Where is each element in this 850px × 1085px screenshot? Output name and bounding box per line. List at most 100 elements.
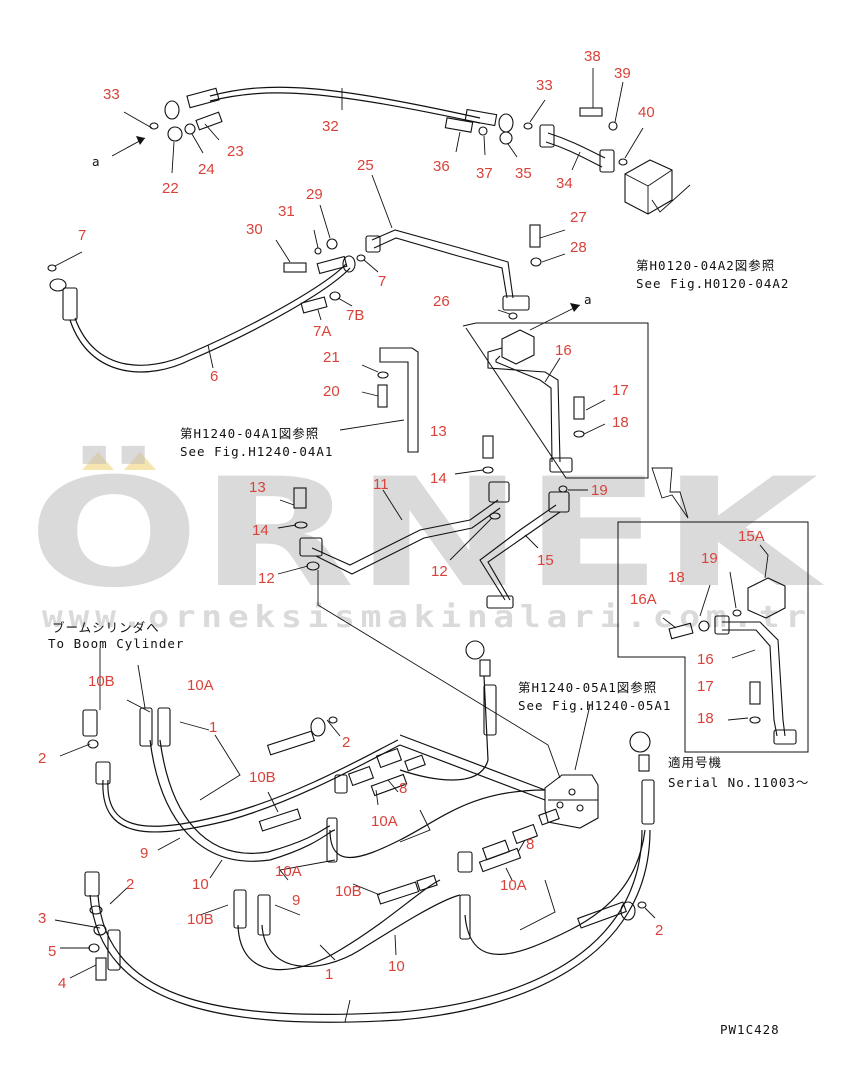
tube-16 — [487, 347, 561, 463]
callout-c10B_a: 10B — [88, 673, 115, 690]
hose-9-lower — [261, 894, 461, 967]
leader-25 — [371, 174, 393, 229]
bolt-16A — [668, 622, 694, 640]
hose-10B-upper-inner — [159, 739, 331, 854]
hose-6 — [69, 267, 351, 373]
fitting-1-upper — [266, 730, 316, 756]
leader-ref-h0120 — [651, 184, 691, 213]
leader-10-upper — [209, 859, 223, 879]
fitting-6-right — [316, 255, 348, 275]
tube-15 — [479, 504, 557, 601]
callout-c30: 30 — [246, 221, 263, 238]
leader-29 — [319, 204, 331, 239]
flange-16-bottom — [549, 457, 573, 473]
fitting-1-lower-right — [641, 779, 655, 825]
bolt-4 — [95, 957, 107, 981]
adapter-lower — [638, 754, 650, 772]
flange-25-top — [365, 235, 381, 253]
tube-34-inner — [545, 141, 603, 168]
fitting-10A-upper — [157, 707, 171, 747]
leader-11 — [382, 489, 403, 521]
washer-31 — [314, 247, 322, 255]
bracket-assembly — [377, 347, 494, 474]
fitting-10B-lower-b — [376, 881, 420, 905]
serial-en: Serial No.11003～ — [668, 775, 809, 790]
callout-c22: 22 — [162, 180, 179, 197]
callout-c25: 25 — [357, 157, 374, 174]
leader-10B-lower — [199, 904, 229, 916]
split-flange-29 — [326, 238, 338, 250]
flange-2-lower-right — [620, 901, 636, 921]
callout-c40: 40 — [638, 104, 655, 121]
leader-4 — [69, 964, 97, 979]
block-15A — [747, 577, 786, 619]
washer-37 — [478, 126, 488, 136]
fitting-10A-lower-b — [478, 847, 522, 873]
callout-c2d: 2 — [655, 922, 663, 939]
ref-h0120-jp: 第H0120-04A2図参照 — [636, 258, 775, 273]
oring-2-mid — [328, 716, 338, 724]
leader-tube-lower — [519, 879, 556, 931]
hose-valve-swivel — [399, 675, 489, 781]
oring-2-lower-right — [637, 901, 647, 909]
fitting-swivel — [483, 684, 497, 736]
ref-h1240-04-jp: 第H1240-04A1図参照 — [180, 426, 319, 441]
adapter-lower-3 — [538, 808, 560, 826]
leader-15A — [759, 544, 769, 579]
callout-c20: 20 — [323, 383, 340, 400]
leader-37 — [483, 135, 486, 156]
adapter-upper-3 — [404, 754, 426, 772]
washer-28 — [530, 257, 542, 267]
washer-21 — [377, 371, 389, 379]
callout-c7a: 7 — [78, 227, 86, 244]
callout-c7b: 7 — [378, 273, 386, 290]
tube-11-15-assembly — [293, 481, 570, 609]
oring-2-lower — [89, 905, 103, 915]
block-h0120-edge1 — [624, 173, 649, 187]
callout-c16b: 16 — [697, 651, 714, 668]
callout-c11: 11 — [373, 476, 389, 493]
callout-c14b: 14 — [252, 522, 269, 539]
adapter-8-upper — [347, 765, 375, 787]
reference-notes: 第H0120-04A2図参照 See Fig.H0120-04A2 第H1240… — [48, 258, 809, 1037]
bolt-23 — [195, 111, 223, 131]
serial-jp: 適用号機 — [668, 755, 722, 770]
callout-c9a: 9 — [140, 845, 148, 862]
leader-7B — [337, 297, 353, 307]
leader-2-mid — [326, 719, 341, 737]
callout-c6: 6 — [210, 368, 218, 385]
oring-40 — [618, 158, 628, 166]
valve-port-2 — [576, 804, 584, 812]
callout-c7A: 7A — [313, 323, 331, 340]
fitting-9-left — [95, 761, 111, 785]
washer-18-upper — [573, 430, 585, 438]
ref-h1240-05-en: See Fig.H1240-05A1 — [518, 698, 671, 713]
callout-c35: 35 — [515, 165, 532, 182]
oring-19-lower — [732, 609, 742, 617]
hose-6-inner — [74, 263, 347, 366]
hose-10B-lower — [237, 879, 441, 971]
leader-31 — [313, 229, 319, 249]
block-h0120-edge2 — [647, 169, 673, 187]
callout-c18b: 18 — [668, 569, 685, 586]
flange-25-bottom — [502, 295, 530, 311]
adapter-upper — [479, 659, 491, 677]
leader-15 — [524, 534, 539, 549]
callout-c33a: 33 — [103, 86, 120, 103]
view-arrowhead-a-left — [136, 136, 145, 145]
callout-c10A_c: 10A — [275, 863, 302, 880]
washer-5 — [88, 943, 100, 953]
leader-lines — [54, 68, 769, 1023]
detail-box-lower — [617, 467, 809, 753]
oring-33-right — [523, 122, 533, 130]
hose-6-assembly — [47, 238, 366, 373]
callout-c2b: 2 — [342, 734, 350, 751]
callout-c23: 23 — [227, 143, 244, 160]
callout-c2a: 2 — [38, 750, 46, 767]
leader-18-lower — [699, 584, 711, 617]
callout-c18c: 18 — [697, 710, 714, 727]
tube-25-assembly — [365, 224, 542, 320]
flange-15-top — [548, 491, 570, 513]
flange-16-lower — [714, 615, 730, 635]
callout-c19b: 19 — [701, 550, 718, 567]
